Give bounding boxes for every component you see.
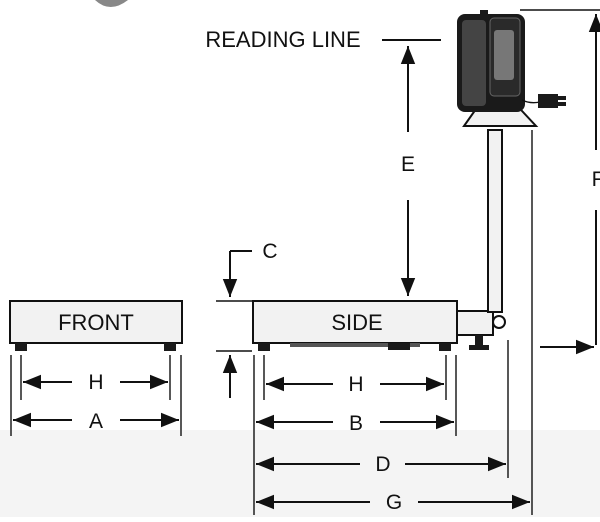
background-watermark (0, 430, 600, 517)
side-dim-h-label: H (348, 373, 363, 396)
front-view: FRONT (9, 300, 183, 351)
side-underside (290, 343, 420, 347)
dim-c-label: C (262, 240, 277, 263)
side-view: SIDE (252, 10, 566, 351)
front-foot-right (164, 343, 176, 351)
column-knob (492, 315, 506, 329)
front-label: FRONT (58, 310, 134, 335)
front-dim-a-label: A (89, 410, 103, 433)
dim-e: E (400, 46, 416, 296)
front-base (9, 300, 183, 344)
dim-c: C (216, 240, 278, 398)
side-dim-g-label: G (386, 491, 402, 514)
power-plug-icon (521, 94, 566, 108)
side-connector (388, 343, 410, 350)
side-dim-b-label: B (349, 412, 363, 435)
front-dimensions: H A (10, 355, 182, 436)
side-dim-d-label: D (375, 453, 390, 476)
logo-fragment (95, 0, 128, 7)
front-foot-left (15, 343, 27, 351)
column-foot (475, 335, 483, 345)
dim-e-label: E (401, 153, 415, 176)
side-foot-left (258, 343, 270, 351)
column-foot-pad (469, 345, 489, 350)
side-foot-right (439, 343, 451, 351)
column-mount (456, 310, 494, 336)
reading-line-label: READING LINE (205, 27, 360, 52)
front-dim-h-label: H (88, 371, 103, 394)
dim-f-label: F (592, 168, 600, 191)
side-label: SIDE (331, 310, 382, 335)
dim-f: F (520, 9, 600, 355)
side-dimensions: H B D G (253, 130, 533, 515)
indicator-head-icon (457, 10, 525, 112)
column-pole (487, 129, 503, 313)
reading-line-callout: READING LINE (205, 27, 441, 52)
